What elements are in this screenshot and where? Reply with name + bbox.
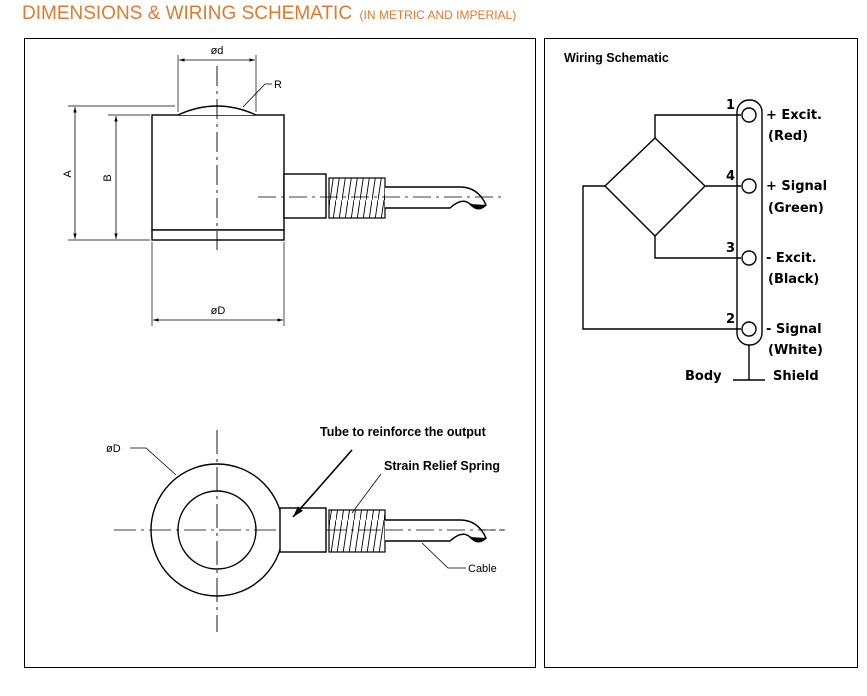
spring-leader [351, 473, 382, 514]
cable-leader [421, 542, 466, 569]
wiring-title: Wiring Schematic [564, 51, 669, 65]
load-cell-body [151, 114, 285, 231]
cable-top-end [469, 536, 487, 542]
pin-4-number: 4 [726, 169, 735, 184]
pin-1-terminal [741, 107, 757, 123]
cable-callout-label: Cable [468, 563, 497, 575]
output-tube [283, 173, 327, 219]
cable-end [469, 203, 487, 209]
output-tube-top [279, 507, 327, 553]
pin-3-name: - Excit. [766, 251, 817, 266]
cable [385, 186, 487, 210]
top-view: øD Tube to reinforce the output Strain R… [106, 425, 505, 632]
load-cell-base [151, 229, 285, 241]
dimensions-panel-border [24, 38, 536, 668]
pin-4-terminal [741, 178, 757, 194]
dim-height-a-label: A [62, 170, 74, 178]
wire-signal-minus [582, 185, 741, 330]
page-subtitle: (IN METRIC AND IMPERIAL) [359, 8, 517, 22]
shield-label: Shield [773, 369, 819, 384]
wheatstone-bridge [603, 137, 707, 237]
pin-2-name: - Signal [766, 322, 822, 337]
dim-height-b-label: B [102, 174, 114, 181]
dim-radius-label: R [274, 79, 282, 91]
tube-callout-label: Tube to reinforce the output [320, 425, 487, 439]
pin-4-color: (Green) [768, 201, 824, 216]
pin-2-number: 2 [726, 312, 735, 327]
page-header: DIMENSIONS & WIRING SCHEMATIC (IN METRIC… [22, 3, 516, 25]
page-title: DIMENSIONS & WIRING SCHEMATIC [22, 3, 353, 24]
pin-1-name: + Excit. [766, 108, 822, 123]
pin-2-terminal [741, 321, 757, 337]
wire-excit-plus [654, 114, 741, 138]
cable-top [385, 519, 487, 543]
wiring-schematic [582, 99, 765, 381]
pin-1-number: 1 [726, 98, 735, 113]
pin-1-color: (Red) [768, 129, 808, 144]
wire-excit-minus [654, 236, 741, 259]
connector-strip [736, 99, 763, 346]
strain-relief-spring [328, 177, 386, 219]
radius-leader [242, 83, 272, 108]
pin-3-terminal [741, 250, 757, 266]
dim-large-diameter-label: øD [211, 305, 226, 317]
pin-2-color: (White) [768, 343, 823, 358]
spring-callout-label: Strain Relief Spring [384, 459, 500, 473]
pin-3-number: 3 [726, 241, 735, 256]
strain-relief-spring-top [328, 509, 386, 553]
pin-3-color: (Black) [768, 272, 819, 287]
pin-4-name: + Signal [766, 179, 827, 194]
tube-callout-arrow [292, 449, 353, 518]
body-label: Body [685, 369, 722, 384]
wiring-panel-border [544, 38, 858, 668]
side-view: ød R A B øD [62, 45, 505, 326]
dim-small-diameter-label: ød [211, 45, 224, 57]
top-dim-large-diameter-label: øD [106, 443, 121, 455]
diameter-leader [130, 447, 177, 476]
